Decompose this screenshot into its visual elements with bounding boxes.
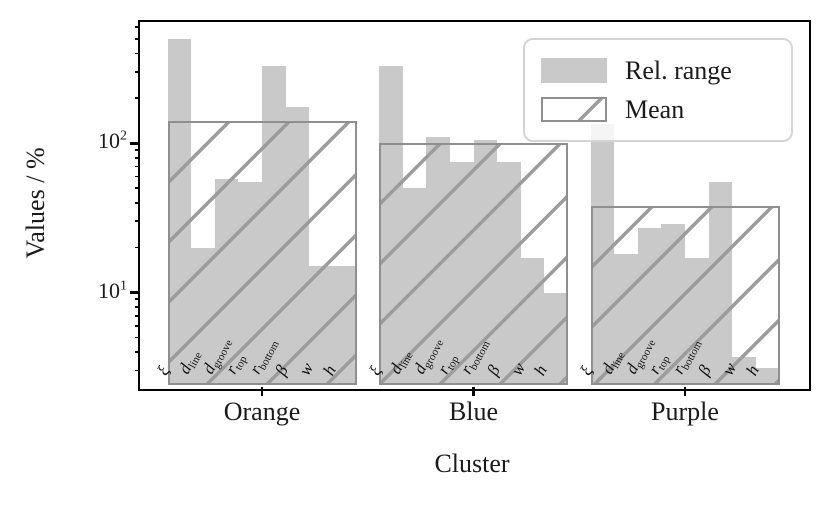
y-tick-minor	[134, 187, 140, 190]
x-axis-label-text: Cluster	[434, 449, 510, 478]
mean-bar	[167, 121, 357, 385]
y-tick-minor	[134, 336, 140, 339]
y-tick-minor	[134, 324, 140, 327]
y-tick-minor	[134, 149, 140, 152]
x-tick	[260, 387, 264, 396]
y-axis-label-text: Values / %	[21, 147, 50, 259]
x-tick	[472, 387, 475, 396]
y-tick-minor	[134, 175, 140, 178]
y-tick-minor	[134, 369, 140, 372]
mean-bar	[590, 206, 780, 385]
y-tick-minor	[134, 298, 140, 301]
y-tick-minor	[134, 314, 140, 317]
y-tick-minor	[134, 97, 140, 100]
y-tick-minor	[134, 350, 140, 353]
y-tick-minor	[134, 52, 140, 55]
mean-bar	[379, 143, 568, 385]
x-tick-label: Orange	[223, 397, 301, 426]
y-tick-minor	[134, 306, 140, 308]
y-tick-minor	[134, 165, 140, 168]
rel-range-swatch-icon	[541, 58, 607, 83]
mean-swatch-icon	[541, 97, 607, 122]
x-tick-label: Blue	[448, 397, 499, 426]
legend-label-rel-range: Rel. range	[625, 55, 732, 85]
x-tick-label: Purple	[651, 397, 719, 426]
y-tick-minor	[134, 156, 140, 159]
y-tick-minor	[134, 71, 140, 73]
y-tick-major	[130, 142, 140, 145]
legend-item-rel-range: Rel. range	[541, 55, 775, 85]
y-tick-label: 101	[98, 277, 127, 303]
y-tick-major	[130, 291, 140, 294]
y-tick-minor	[134, 26, 140, 29]
y-tick-label: 102	[98, 128, 127, 154]
y-tick-minor	[134, 38, 140, 40]
y-tick-minor	[134, 201, 140, 204]
legend-label-mean: Mean	[625, 94, 685, 124]
y-tick-minor	[134, 220, 140, 223]
legend-item-mean: Mean	[541, 94, 775, 124]
legend: Rel. range Mean	[523, 38, 793, 142]
y-tick-minor	[134, 246, 140, 249]
x-tick	[683, 387, 687, 396]
